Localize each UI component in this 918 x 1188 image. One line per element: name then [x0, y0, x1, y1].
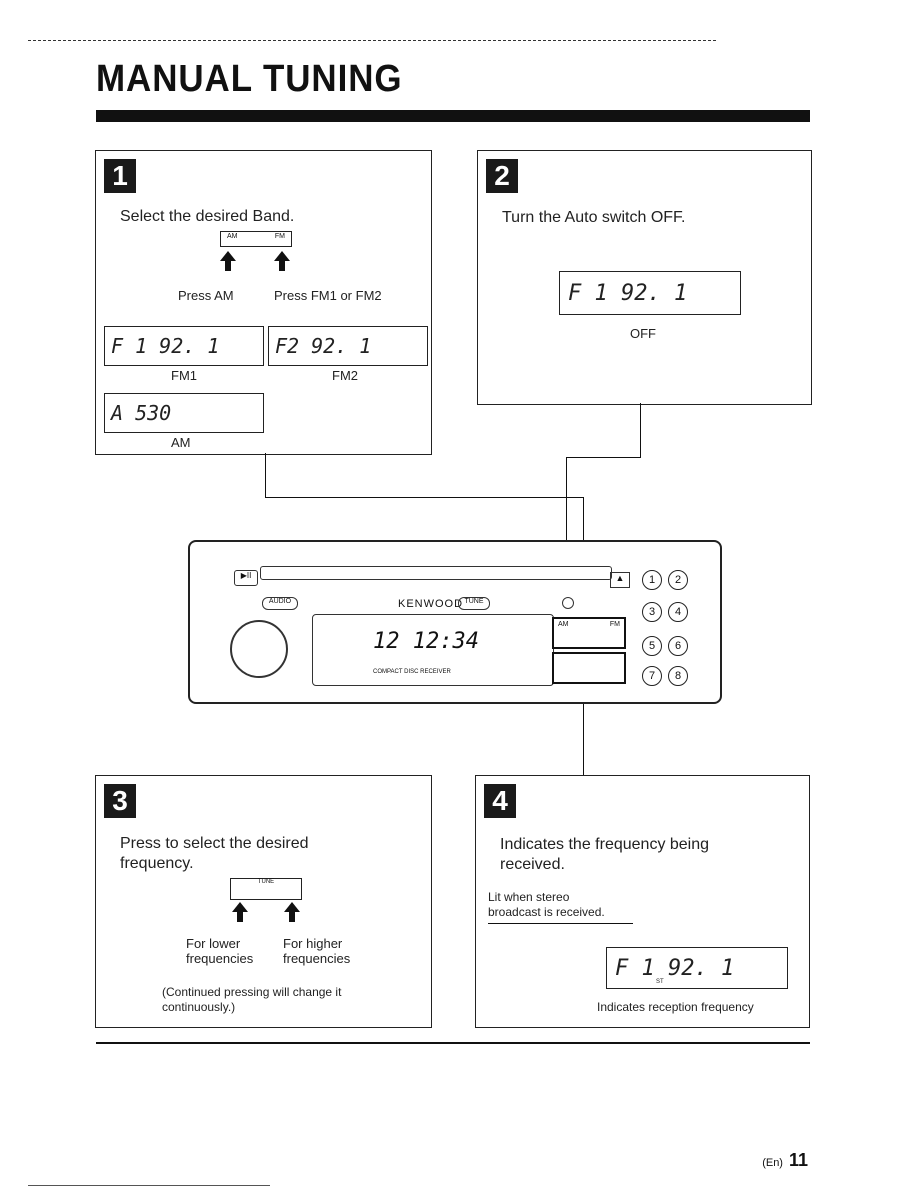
preset-5-button[interactable]: 5: [642, 636, 662, 656]
lcd-fm2-text: F2 92. 1: [275, 334, 372, 358]
connector-4-down: [583, 680, 584, 775]
continuous-note-line1: (Continued pressing will change it: [162, 985, 342, 999]
step-4-box: 4 Indicates the frequency being received…: [475, 775, 810, 1028]
play-pause-button[interactable]: ▶II: [234, 570, 258, 586]
page-lang: (En): [762, 1157, 783, 1169]
title-bar: [96, 110, 810, 122]
label-fm2: FM2: [332, 368, 358, 383]
tune-button[interactable]: TUNE: [458, 597, 490, 610]
preset-4-button[interactable]: 4: [668, 602, 688, 622]
unit-am-label: AM: [558, 621, 569, 628]
tune-button-highlight[interactable]: [552, 652, 626, 684]
stereo-note-line1: Lit when stereo: [488, 890, 570, 904]
arrow-lower-icon: [232, 902, 248, 922]
step-1-box: 1 Select the desired Band. AM FM Press A…: [95, 150, 432, 455]
unit-display-readout: 12 12:34: [373, 629, 479, 654]
higher-label-line2: frequencies: [283, 951, 351, 966]
step-2-box: 2 Turn the Auto switch OFF. F 1 92. 1 OF…: [477, 150, 812, 405]
auto-switch[interactable]: [562, 597, 574, 609]
volume-knob[interactable]: [230, 620, 288, 678]
lcd-am-text: A 530: [111, 401, 172, 425]
auto-off-label: OFF: [630, 326, 656, 341]
arrow-fm-icon: [274, 251, 290, 271]
continuous-note-line2: continuously.): [162, 1000, 236, 1014]
step-2-number: 2: [486, 159, 518, 193]
preset-3-button[interactable]: 3: [642, 602, 662, 622]
unit-display: 12 12:34 COMPACT DISC RECEIVER: [312, 614, 554, 686]
connector-2-drop: [566, 457, 567, 587]
step-1-number: 1: [104, 159, 136, 193]
lower-label-line2: frequencies: [186, 951, 254, 966]
bottom-rule: [96, 1042, 810, 1044]
lcd-step2-text: F 1 92. 1: [568, 280, 688, 306]
connector-2-down: [640, 403, 641, 457]
lcd-step4: F 1 92. 1: [606, 947, 788, 989]
step-4-instruction-line2: received.: [500, 856, 565, 873]
lcd-am: A 530: [104, 393, 264, 433]
step-2-instruction: Turn the Auto switch OFF.: [502, 209, 686, 226]
eject-button[interactable]: ▲: [610, 572, 630, 588]
step-1-instruction: Select the desired Band.: [120, 208, 295, 225]
band-button-highlight[interactable]: AM FM: [552, 617, 626, 649]
press-am-label: Press AM: [178, 288, 234, 303]
lcd-step2: F 1 92. 1: [559, 271, 741, 315]
st-indicator-label: ST: [656, 979, 664, 985]
step-4-number: 4: [484, 784, 516, 818]
page-title: MANUAL TUNING: [96, 58, 403, 100]
arrow-higher-icon: [284, 902, 300, 922]
reception-caption: Indicates reception frequency: [597, 1000, 754, 1014]
top-dashed-rule: [28, 40, 716, 41]
step-3-instruction-line2: frequency.: [120, 855, 194, 872]
connector-2-across: [566, 457, 641, 458]
lcd-step4-text: F 1 92. 1: [615, 955, 735, 981]
lower-label-line1: For lower: [186, 936, 241, 951]
cd-slot: [260, 566, 612, 580]
step-3-box: 3 Press to select the desired frequency.…: [95, 775, 432, 1028]
band-key: AM FM: [220, 231, 292, 247]
unit-fm-label: FM: [609, 621, 620, 628]
lcd-fm1: F 1 92. 1: [104, 326, 264, 366]
brand-logo: KENWOOD: [398, 598, 464, 610]
band-key-fm: FM: [274, 233, 285, 240]
arrow-am-icon: [220, 251, 236, 271]
preset-1-button[interactable]: 1: [642, 570, 662, 590]
lcd-fm2: F2 92. 1: [268, 326, 428, 366]
label-am: AM: [171, 435, 191, 450]
preset-buttons: 1 2 3 4 5 6 7 8: [642, 560, 702, 690]
footer-line: [28, 1185, 270, 1186]
audio-button[interactable]: AUDIO: [262, 597, 298, 610]
step-3-instruction-line1: Press to select the desired: [120, 835, 309, 852]
stereo-note-line2: broadcast is received.: [488, 905, 605, 919]
car-stereo-unit: ▶II ▲ AUDIO KENWOOD TUNE 12 12:34 COMPAC…: [188, 540, 722, 704]
preset-6-button[interactable]: 6: [668, 636, 688, 656]
stereo-pointer-line: [488, 923, 633, 924]
preset-8-button[interactable]: 8: [668, 666, 688, 686]
connector-1-down: [265, 453, 266, 497]
tune-key-label: TUNE: [257, 879, 275, 885]
step-3-number: 3: [104, 784, 136, 818]
page-number-value: 11: [788, 1150, 808, 1170]
press-fm-label: Press FM1 or FM2: [274, 288, 382, 303]
lcd-fm1-text: F 1 92. 1: [111, 334, 220, 358]
preset-2-button[interactable]: 2: [668, 570, 688, 590]
label-fm1: FM1: [171, 368, 197, 383]
connector-1-across: [265, 497, 583, 498]
step-4-instruction-line1: Indicates the frequency being: [500, 836, 710, 853]
band-key-am: AM: [227, 233, 238, 240]
preset-7-button[interactable]: 7: [642, 666, 662, 686]
page-number: (En) 11: [762, 1150, 808, 1171]
tune-key: TUNE: [230, 878, 302, 900]
unit-footer: COMPACT DISC RECEIVER: [373, 669, 451, 675]
higher-label-line1: For higher: [283, 936, 343, 951]
